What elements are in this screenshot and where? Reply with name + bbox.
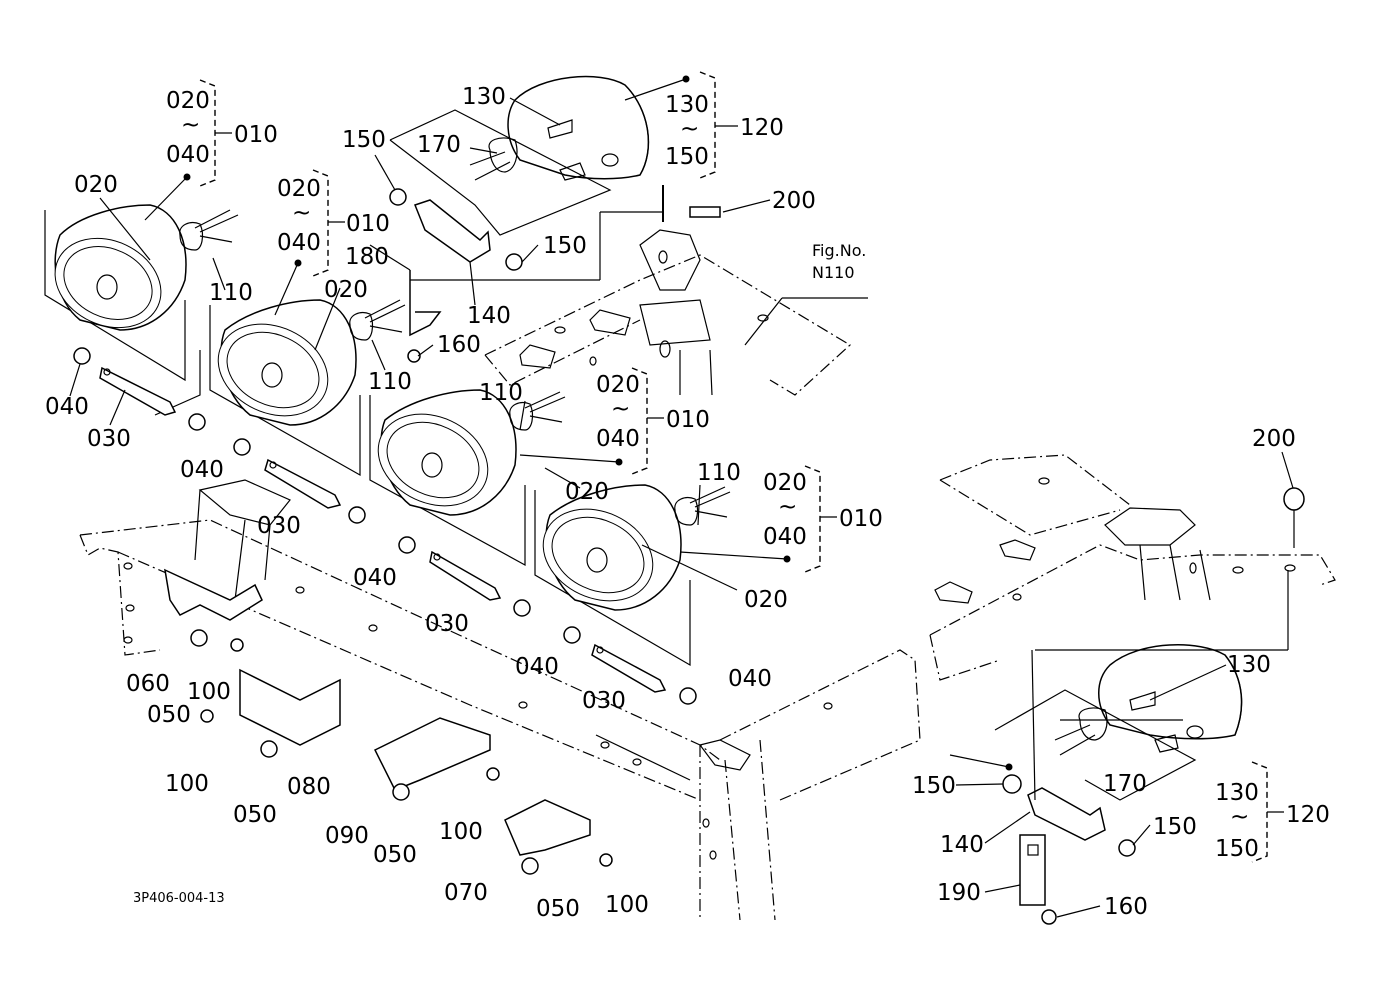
tilde: ~ xyxy=(680,116,699,142)
callout-090[interactable]: 090 xyxy=(325,823,369,849)
callout-200[interactable]: 200 xyxy=(1252,426,1296,452)
callout-150[interactable]: 150 xyxy=(912,773,956,799)
callout-060[interactable]: 060 xyxy=(126,671,170,697)
range-to: 040 xyxy=(596,426,640,452)
range-from: 130 xyxy=(1215,780,1259,806)
callout-140[interactable]: 140 xyxy=(467,303,511,329)
leader-lines xyxy=(99,75,1289,801)
assembly-number: 010 xyxy=(666,407,710,433)
range-from: 020 xyxy=(166,88,210,114)
callout-040[interactable]: 040 xyxy=(353,565,397,591)
callout-110[interactable]: 110 xyxy=(209,280,253,306)
callout-190[interactable]: 190 xyxy=(937,880,981,906)
assembly-label-010-c: 020 ~ 040 010 xyxy=(596,372,710,452)
assembly-number: 010 xyxy=(234,122,278,148)
callout-150[interactable]: 150 xyxy=(543,233,587,259)
callout-030[interactable]: 030 xyxy=(257,513,301,539)
headlight-c[interactable] xyxy=(363,389,566,567)
work-light-top[interactable] xyxy=(389,75,650,236)
callout-020[interactable]: 020 xyxy=(744,587,788,613)
assembly-number: 010 xyxy=(839,506,883,532)
callout-040[interactable]: 040 xyxy=(515,654,559,680)
callout-050[interactable]: 050 xyxy=(373,842,417,868)
callout-130[interactable]: 130 xyxy=(1227,652,1271,678)
tilde: ~ xyxy=(1230,804,1249,830)
range-from: 020 xyxy=(596,372,640,398)
assembly-number: 010 xyxy=(346,211,390,237)
callout-030[interactable]: 030 xyxy=(425,611,469,637)
callout-080[interactable]: 080 xyxy=(287,774,331,800)
callout-140[interactable]: 140 xyxy=(940,832,984,858)
callout-100[interactable]: 100 xyxy=(187,679,231,705)
assembly-label-010-a: 020 ~ 040 010 xyxy=(166,88,278,168)
range-to: 040 xyxy=(763,524,807,550)
assembly-number: 120 xyxy=(740,115,784,141)
callout-170[interactable]: 170 xyxy=(1103,771,1147,797)
tilde: ~ xyxy=(611,396,630,422)
assembly-number: 120 xyxy=(1286,802,1330,828)
assembly-brackets xyxy=(199,71,1284,863)
callout-040[interactable]: 040 xyxy=(180,457,224,483)
assembly-label-120-a: 130 ~ 150 120 xyxy=(665,92,784,170)
headlight-b[interactable] xyxy=(203,299,406,477)
callout-150[interactable]: 150 xyxy=(342,127,386,153)
callout-100[interactable]: 100 xyxy=(439,819,483,845)
callout-100[interactable]: 100 xyxy=(165,771,209,797)
tilde: ~ xyxy=(292,200,311,226)
callout-110[interactable]: 110 xyxy=(368,369,412,395)
frame-top xyxy=(484,229,852,396)
callouts: 020 020 020 020 110 110 110 110 040 040 … xyxy=(45,84,1296,922)
callout-050[interactable]: 050 xyxy=(536,896,580,922)
figure-reference[interactable]: Fig.No. N110 xyxy=(812,241,866,282)
range-to: 150 xyxy=(665,144,709,170)
callout-110[interactable]: 110 xyxy=(697,460,741,486)
light-brackets xyxy=(73,185,1305,925)
callout-040[interactable]: 040 xyxy=(728,666,772,692)
headlight-a[interactable] xyxy=(40,204,239,416)
figure-ref-line2: N110 xyxy=(812,263,855,282)
callout-030[interactable]: 030 xyxy=(87,426,131,452)
range-to: 150 xyxy=(1215,836,1259,862)
callout-100[interactable]: 100 xyxy=(605,892,649,918)
callout-030[interactable]: 030 xyxy=(582,688,626,714)
assembly-label-120-b: 130 ~ 150 120 xyxy=(1215,780,1330,862)
callout-050[interactable]: 050 xyxy=(147,702,191,728)
range-from: 130 xyxy=(665,92,709,118)
callout-020[interactable]: 020 xyxy=(565,479,609,505)
callout-170[interactable]: 170 xyxy=(417,132,461,158)
tilde: ~ xyxy=(181,112,200,138)
assembly-label-010-d: 020 ~ 040 010 xyxy=(763,470,883,550)
callout-070[interactable]: 070 xyxy=(444,880,488,906)
callout-020[interactable]: 020 xyxy=(74,172,118,198)
range-from: 020 xyxy=(277,176,321,202)
drawing-code: 3P406-004-13 xyxy=(133,891,225,906)
range-to: 040 xyxy=(166,142,210,168)
assembly-label-010-b: 020 ~ 040 010 xyxy=(277,176,390,256)
callout-130[interactable]: 130 xyxy=(462,84,506,110)
callout-200[interactable]: 200 xyxy=(772,188,816,214)
callout-160[interactable]: 160 xyxy=(1104,894,1148,920)
callout-040[interactable]: 040 xyxy=(45,394,89,420)
range-from: 020 xyxy=(763,470,807,496)
callout-180[interactable]: 180 xyxy=(345,244,389,270)
callout-160[interactable]: 160 xyxy=(437,332,481,358)
callout-150[interactable]: 150 xyxy=(1153,814,1197,840)
figure-ref-line1: Fig.No. xyxy=(812,241,866,260)
headlight-d[interactable] xyxy=(528,484,731,667)
tilde: ~ xyxy=(778,494,797,520)
work-light-right[interactable] xyxy=(994,644,1243,801)
callout-050[interactable]: 050 xyxy=(233,802,277,828)
frame-right xyxy=(929,454,1336,681)
callout-110[interactable]: 110 xyxy=(479,380,523,406)
range-to: 040 xyxy=(277,230,321,256)
callout-leaders xyxy=(69,97,1294,918)
callout-020[interactable]: 020 xyxy=(324,277,368,303)
